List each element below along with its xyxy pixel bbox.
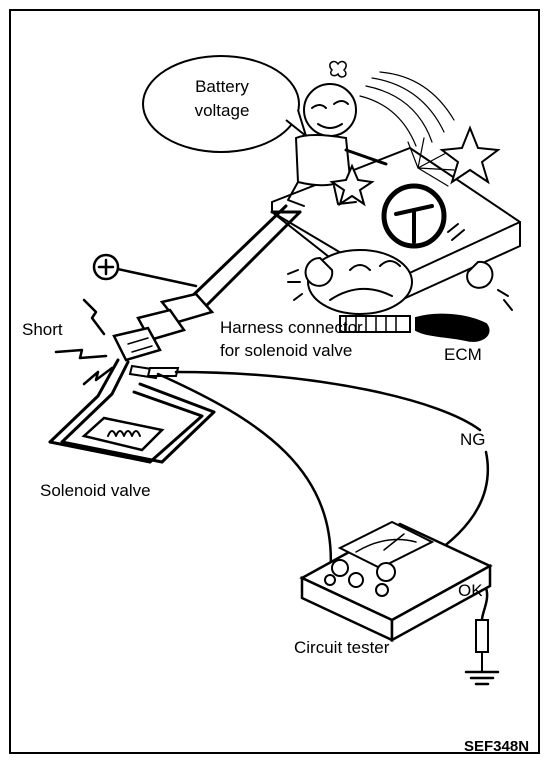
short-label: Short [22, 320, 63, 339]
lightning-icon [54, 298, 114, 386]
speech-bubble [142, 55, 308, 153]
coil-icon [81, 416, 165, 452]
ecm-character [287, 249, 513, 342]
bubble-text-line1: Battery [195, 77, 249, 96]
ok-label: OK [458, 581, 483, 600]
ecm-label: ECM [444, 345, 482, 364]
star-icon [329, 163, 375, 207]
ground-icon [464, 619, 500, 686]
battery-character [287, 60, 455, 207]
harness-connector [112, 292, 215, 362]
solenoid-wiring [48, 358, 216, 464]
harness-label-line2: for solenoid valve [220, 341, 352, 360]
ng-label: NG [460, 430, 486, 449]
solenoid-valve-label: Solenoid valve [40, 481, 151, 500]
circuit-tester [299, 520, 493, 643]
circuit-tester-label: Circuit tester [294, 638, 390, 657]
harness-label-line1: Harness connector [220, 318, 363, 337]
bubble-text-line2: voltage [195, 101, 250, 120]
figure-code: SEF348N [464, 738, 529, 755]
star-icon [439, 125, 501, 185]
harness-wires [111, 204, 302, 308]
plus-terminal-icon [92, 253, 120, 281]
